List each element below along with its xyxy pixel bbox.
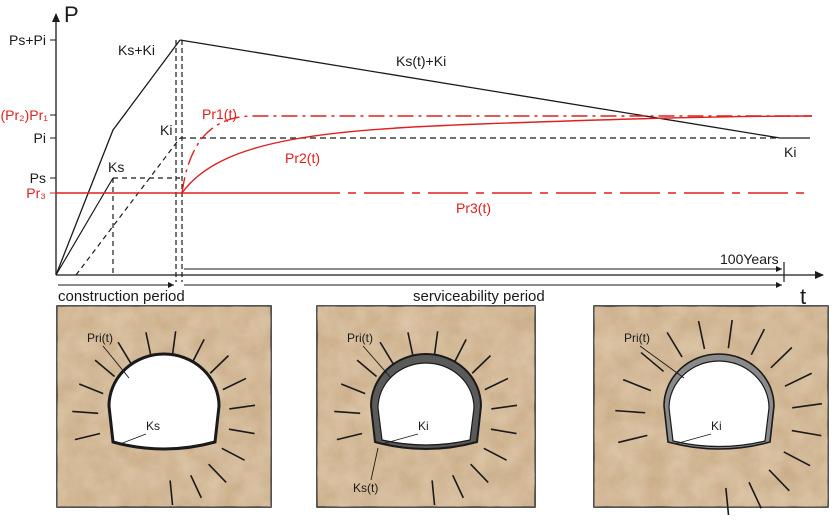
primary-lining-ks [107, 352, 221, 451]
load-tick [622, 378, 652, 392]
load-tick [117, 341, 132, 365]
load-tick [229, 404, 256, 410]
load-tick [74, 432, 101, 441]
ks-t-plus-ki-decay [179, 39, 781, 139]
load-label-leader [362, 345, 392, 379]
load-tick [334, 410, 361, 415]
y-label-pi: Pi [34, 130, 46, 146]
load-tick [433, 331, 439, 356]
load-tick [452, 474, 465, 499]
load-tick [483, 447, 507, 461]
y-label-ps: Ps [30, 170, 46, 186]
load-tick [169, 480, 174, 506]
load-tick [209, 355, 230, 374]
load-tick [768, 469, 790, 492]
lining-label-leader [119, 433, 147, 445]
load-tick [356, 359, 378, 378]
load-tick [192, 338, 205, 362]
label-ki-end: Ki [784, 144, 796, 160]
lining-label: Ki [418, 419, 429, 433]
label-ks-t-ki: Ks(t)+Ki [396, 53, 446, 69]
load-tick [750, 328, 766, 356]
load-tick [640, 351, 665, 373]
pr2-curve [181, 115, 813, 194]
load-tick [336, 432, 363, 441]
load-tick [727, 319, 733, 349]
load-tick [791, 429, 822, 437]
load-label: Pri(t) [87, 331, 113, 345]
pr1-curve [181, 115, 812, 194]
lining-label-leader [381, 433, 419, 445]
load-tick [208, 463, 227, 483]
load-tick [490, 428, 517, 435]
load-tick [454, 338, 467, 362]
load-label-leader [102, 345, 130, 379]
load-tick [145, 332, 152, 357]
label-ks-ki: Ks+Ki [118, 42, 155, 58]
load-tick [770, 346, 793, 369]
ks-plus-ki-curve [55, 39, 181, 276]
x-axis-label: t [800, 284, 806, 309]
load-tick [72, 410, 99, 415]
y-label-pr2-pr1: (Pr₂)Pr₁ [1, 107, 49, 123]
lining-label-leader [674, 433, 712, 445]
construction-period-label: construction period [58, 288, 185, 305]
load-label: Pri(t) [347, 331, 373, 345]
ks-dashed-rise [55, 177, 114, 276]
load-tick [618, 434, 648, 444]
load-label-leader [639, 345, 685, 379]
label-100-years: 100Years [720, 251, 779, 267]
label-ks: Ks [108, 159, 124, 175]
load-label: Pri(t) [624, 331, 650, 345]
load-tick [221, 447, 245, 461]
load-tick [94, 359, 116, 378]
load-tick [407, 332, 414, 357]
y-label-pr3: Pr₃ [26, 185, 46, 201]
lining-label-2-leader [370, 447, 379, 481]
load-tick [340, 383, 366, 395]
label-ki-mid: Ki [160, 122, 172, 138]
tunnel-panel-3: Pri(t) Ki [593, 305, 829, 517]
load-tick [222, 377, 247, 391]
lining-label-2: Ks(t) [353, 481, 378, 495]
load-tick [470, 463, 489, 483]
load-tick [228, 428, 255, 435]
label-pr3-t: Pr3(t) [456, 200, 491, 216]
lining-inner [668, 360, 770, 448]
load-tick [78, 383, 104, 395]
load-tick [725, 487, 730, 517]
load-tick [783, 451, 811, 467]
y-label-ps-pi: Ps+Pi [9, 32, 46, 48]
label-pr1-t: Pr1(t) [202, 106, 237, 122]
load-tick [484, 377, 509, 391]
load-tick [748, 481, 762, 509]
load-tick [792, 402, 823, 409]
y-axis-label: P [64, 2, 79, 27]
load-tick [190, 474, 203, 499]
tunnel-panel-1: Pri(t) Ks [56, 305, 272, 508]
lining-label: Ki [711, 419, 722, 433]
load-tick [431, 480, 436, 506]
load-tick [697, 320, 706, 350]
load-tick [171, 331, 177, 356]
load-tick [379, 341, 394, 365]
lining-label: Ks [146, 419, 160, 433]
serviceability-period-label: serviceability period [413, 288, 545, 305]
ki-dashed-rise [75, 137, 181, 276]
load-tick [666, 331, 683, 358]
load-tick [491, 404, 518, 410]
load-tick [784, 372, 813, 387]
label-pr2-t: Pr2(t) [285, 150, 320, 166]
load-tick [471, 355, 492, 374]
load-tick [615, 409, 646, 414]
secondary-lining-ki [377, 362, 475, 446]
